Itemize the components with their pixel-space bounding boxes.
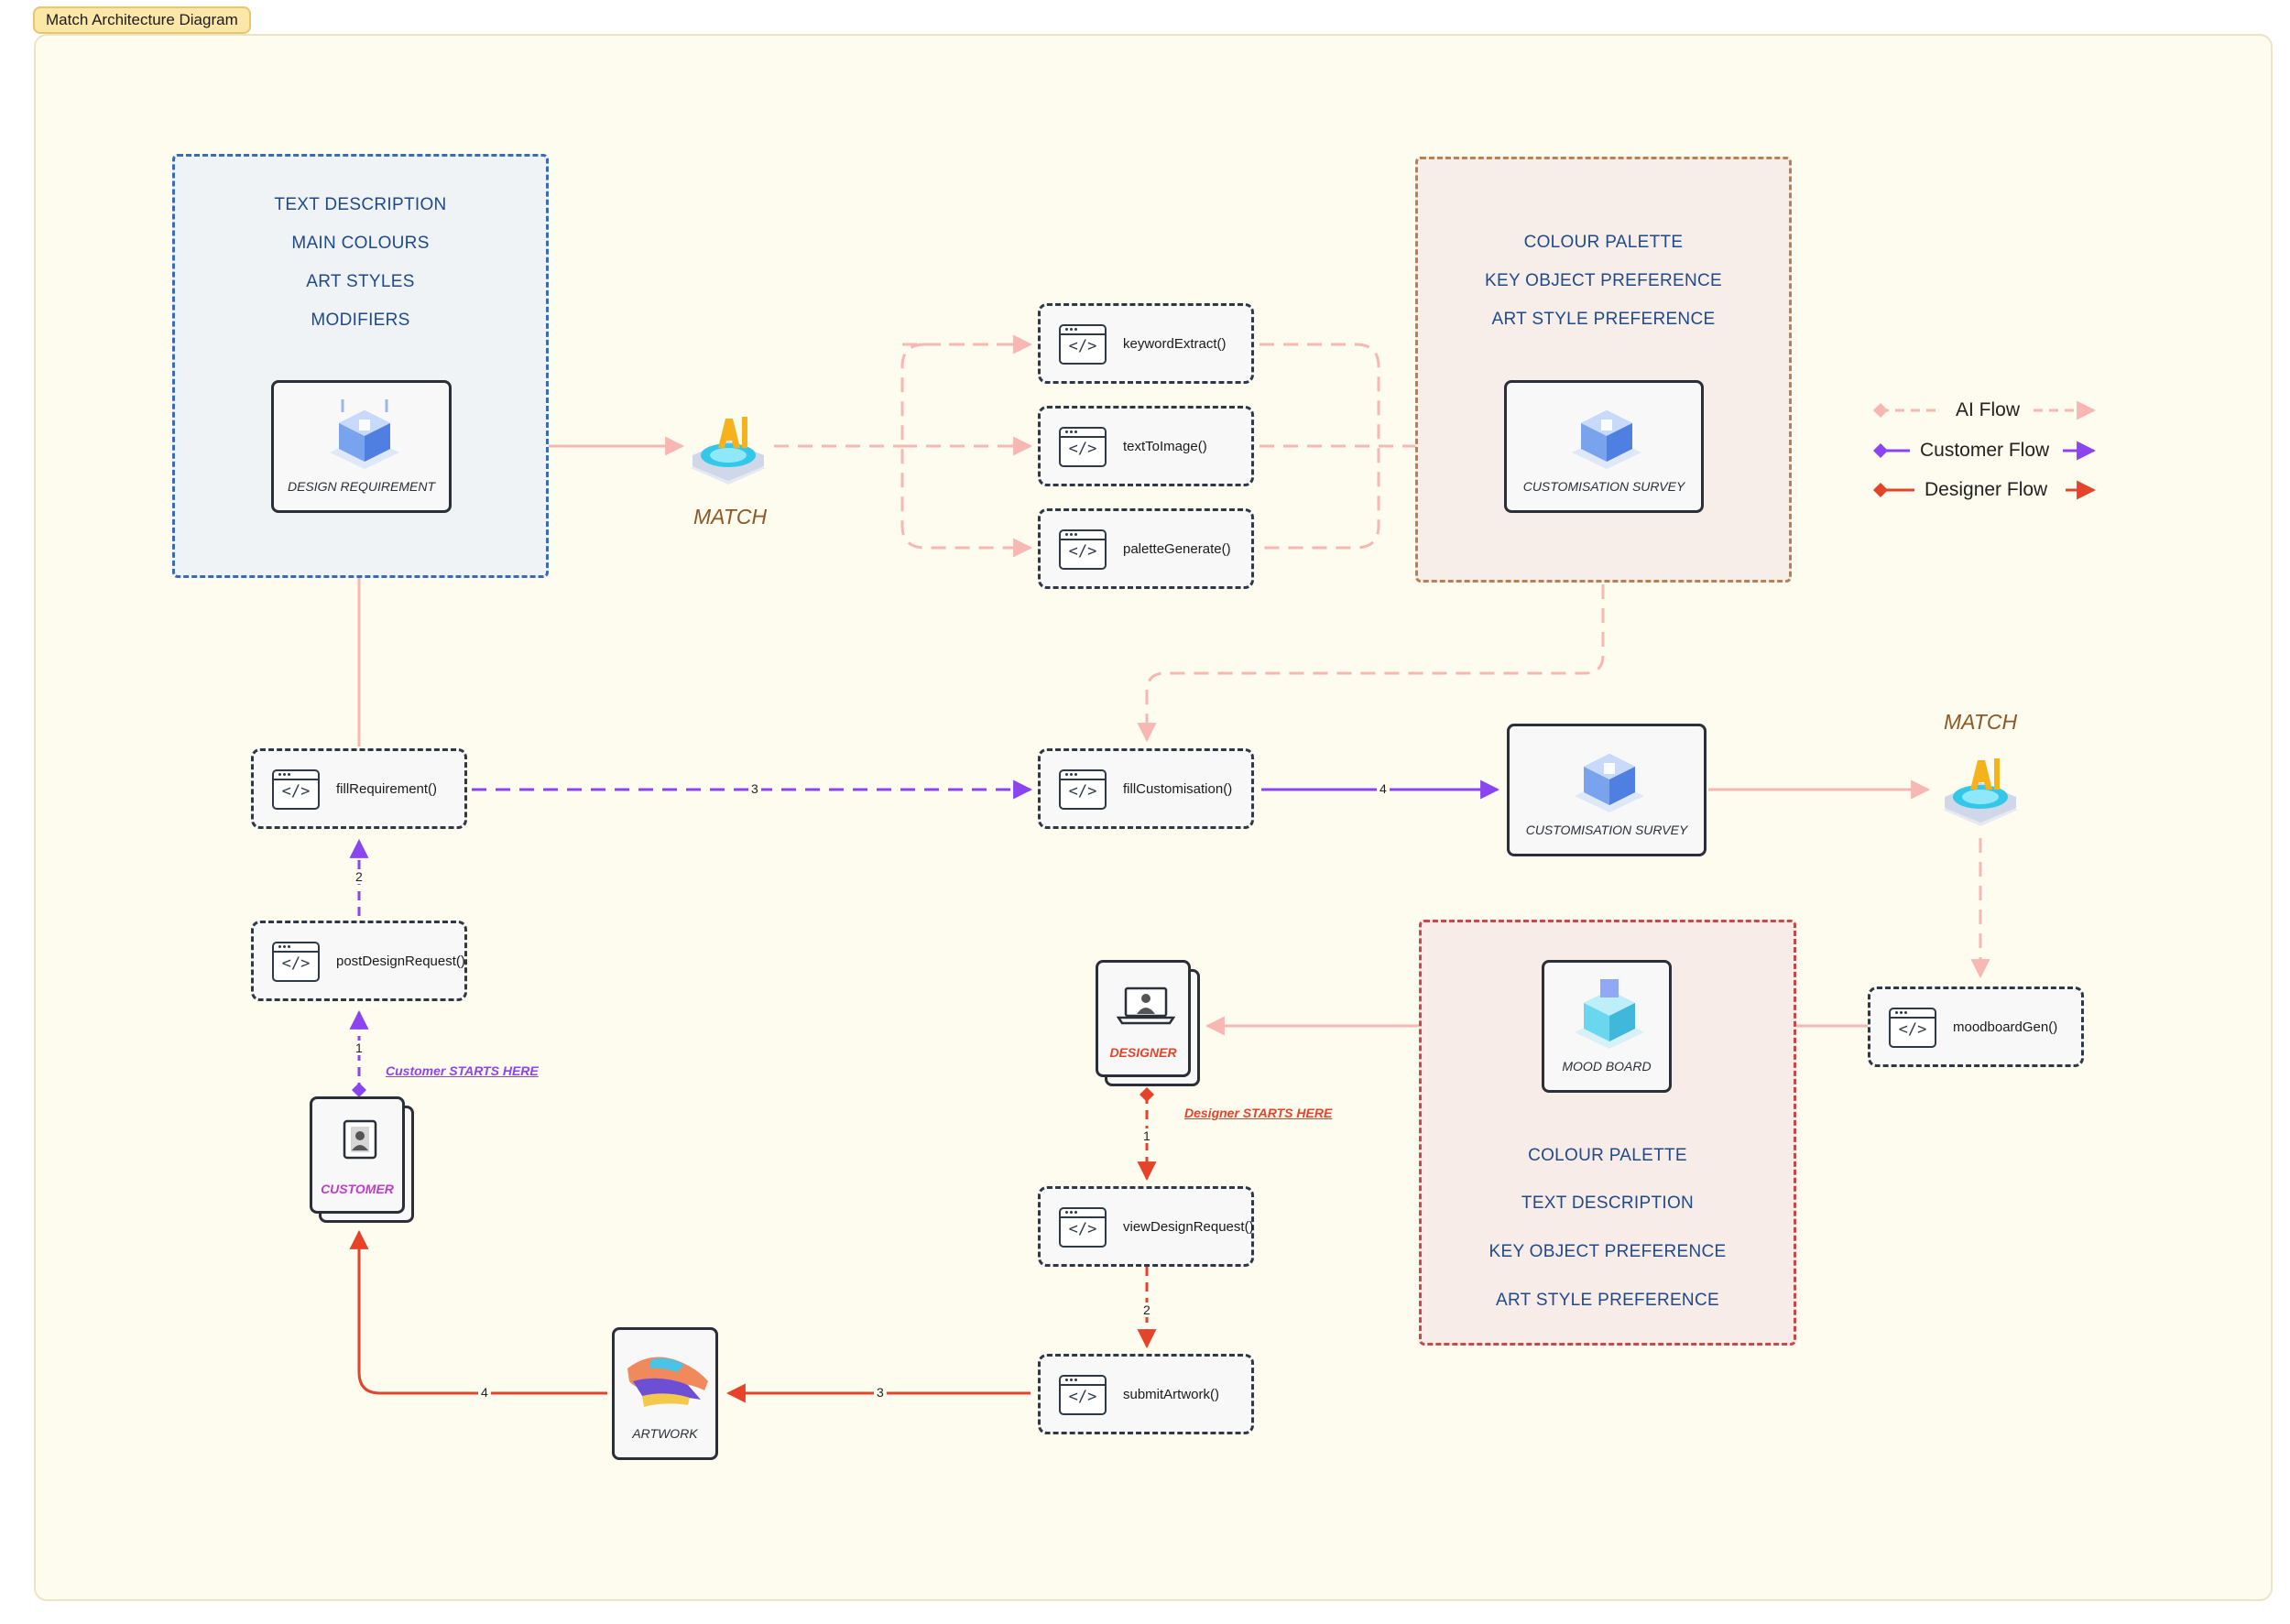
group-item: KEY OBJECT PREFERENCE (1488, 1242, 1727, 1261)
ai-connector-match-to-functions (774, 343, 1030, 550)
customer-card[interactable]: CUSTOMER (310, 1096, 405, 1214)
user-id-icon (343, 1119, 377, 1160)
design-requirement-group: TEXT DESCRIPTION MAIN COLOURS ART STYLES… (172, 154, 549, 578)
match-label-top: MATCH (693, 505, 768, 529)
match-label-right: MATCH (1944, 710, 2018, 734)
legend-designer-line (1873, 480, 2097, 500)
group-item: MAIN COLOURS (291, 234, 430, 253)
customer-start-note: Customer STARTS HERE (386, 1063, 539, 1078)
mood-board-card[interactable]: MOOD BOARD (1542, 960, 1672, 1093)
isometric-box-icon (1575, 979, 1644, 1049)
customisation-survey-card-mid[interactable]: CUSTOMISATION SURVEY (1507, 724, 1707, 856)
designer-step-4: 4 (478, 1385, 491, 1400)
designer-step-3: 3 (874, 1385, 887, 1400)
card-caption: CUSTOMISATION SURVEY (1525, 823, 1688, 837)
customer-step-4: 4 (1377, 781, 1390, 796)
code-window-icon: </> (1059, 427, 1107, 467)
card-caption: CUSTOMISATION SURVEY (1522, 479, 1685, 494)
function-fill-customisation[interactable]: </> fillCustomisation() (1038, 748, 1254, 829)
legend-customer-line (1873, 441, 2097, 461)
designer-step-2: 2 (1143, 1302, 1150, 1317)
code-window-icon: </> (1059, 324, 1107, 365)
legend-designer-label: Designer Flow (1925, 479, 2048, 500)
customisation-survey-group: COLOUR PALETTE KEY OBJECT PREFERENCE ART… (1415, 157, 1792, 583)
code-window-icon: </> (1889, 1008, 1936, 1048)
laptop-user-icon (1117, 986, 1175, 1025)
function-label: paletteGenerate() (1123, 540, 1231, 557)
function-label: textToImage() (1123, 438, 1207, 454)
function-post-design-request[interactable]: </> postDesignRequest() (251, 921, 467, 1001)
group-item: KEY OBJECT PREFERENCE (1485, 271, 1722, 290)
group-item: COLOUR PALETTE (1523, 233, 1684, 252)
customer-step-3: 3 (748, 781, 761, 796)
isometric-box-icon (1575, 754, 1644, 812)
card-caption: MOOD BOARD (1562, 1059, 1652, 1074)
ai-connector-functions-to-survey (1260, 343, 1484, 550)
ai-badge-icon (691, 417, 766, 485)
artwork-card[interactable]: ARTWORK (612, 1327, 718, 1460)
customisation-survey-card-top[interactable]: CUSTOMISATION SURVEY (1504, 380, 1704, 513)
paint-brush-icon (627, 1357, 708, 1407)
designer-label: DESIGNER (1109, 1045, 1177, 1060)
function-label: viewDesignRequest() (1123, 1218, 1254, 1235)
function-label: moodboardGen() (1953, 1019, 2058, 1035)
function-submit-artwork[interactable]: </> submitArtwork() (1038, 1354, 1254, 1434)
ai-badge-icon (1943, 758, 2018, 826)
group-item: MODIFIERS (311, 311, 410, 330)
function-label: fillCustomisation() (1123, 780, 1233, 797)
code-window-icon: </> (1059, 529, 1107, 570)
design-requirement-card[interactable]: DESIGN REQUIREMENT (271, 380, 452, 513)
code-window-icon: </> (1059, 1375, 1107, 1415)
group-item: ART STYLE PREFERENCE (1491, 310, 1716, 329)
function-keyword-extract[interactable]: </> keywordExtract() (1038, 303, 1254, 384)
card-caption: ARTWORK (632, 1426, 698, 1441)
ai-connector-survey-to-fill (1145, 513, 1605, 733)
designer-step-1: 1 (1143, 1128, 1150, 1143)
function-label: postDesignRequest() (336, 953, 465, 969)
group-item: ART STYLES (306, 272, 415, 291)
code-window-icon: </> (272, 769, 320, 810)
group-item: ART STYLE PREFERENCE (1496, 1291, 1719, 1310)
function-label: fillRequirement() (336, 780, 438, 797)
group-item: COLOUR PALETTE (1528, 1146, 1687, 1165)
isometric-box-icon (1572, 410, 1641, 469)
designer-connector-4 (349, 1229, 607, 1395)
card-caption: DESIGN REQUIREMENT (287, 479, 435, 494)
function-text-to-image[interactable]: </> textToImage() (1038, 406, 1254, 486)
designer-card[interactable]: DESIGNER (1096, 960, 1191, 1077)
function-label: keywordExtract() (1123, 335, 1227, 352)
group-item: TEXT DESCRIPTION (274, 195, 447, 214)
customer-label: CUSTOMER (321, 1182, 394, 1196)
isometric-box-icon (330, 399, 399, 469)
legend-ai-line (1873, 400, 2097, 420)
frame-title: Match Architecture Diagram (33, 6, 251, 34)
code-window-icon: </> (272, 942, 320, 982)
function-palette-generate[interactable]: </> paletteGenerate() (1038, 508, 1254, 589)
legend-ai-label: AI Flow (1956, 399, 2021, 420)
code-window-icon: </> (1059, 769, 1107, 810)
function-fill-requirement[interactable]: </> fillRequirement() (251, 748, 467, 829)
code-window-icon: </> (1059, 1207, 1107, 1248)
function-view-design-request[interactable]: </> viewDesignRequest() (1038, 1186, 1254, 1267)
function-label: submitArtwork() (1123, 1386, 1220, 1402)
legend-customer-label: Customer Flow (1920, 440, 2050, 461)
designer-start-note: Designer STARTS HERE (1184, 1106, 1333, 1120)
customer-step-1: 1 (355, 1041, 363, 1055)
group-item: TEXT DESCRIPTION (1521, 1193, 1695, 1213)
customer-step-2: 2 (355, 869, 363, 884)
function-moodboard-gen[interactable]: </> moodboardGen() (1868, 986, 2084, 1067)
